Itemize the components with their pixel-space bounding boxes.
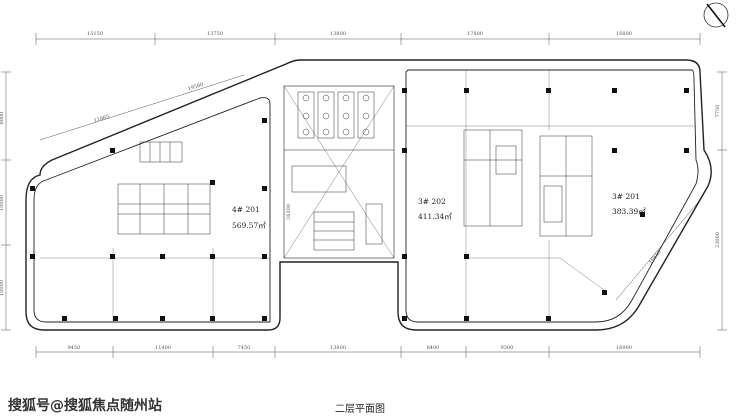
dim-bottom-4: 13800 xyxy=(330,345,346,351)
room-area-4-201: 569.57㎡ xyxy=(232,221,266,230)
left-dimension-line xyxy=(1,71,11,331)
dim-bottom-1: 9450 xyxy=(68,345,81,351)
dim-right-2: 23000 xyxy=(715,232,721,248)
dim-bottom-3: 7450 xyxy=(238,345,251,351)
dim-inner: 26300 xyxy=(286,204,292,220)
dim-diagonal-2: 11865 xyxy=(93,114,110,124)
drawing-title: 二层平面图 xyxy=(335,403,385,415)
core-blocks xyxy=(117,129,593,237)
dim-right-1: 7750 xyxy=(715,105,721,118)
dim-top-4: 17800 xyxy=(467,31,483,37)
room-area-3-202: 411.34㎡ xyxy=(418,212,452,221)
north-arrow-icon xyxy=(703,2,729,28)
dim-top-5: 16800 xyxy=(616,31,632,37)
dim-left-2: 10000 xyxy=(0,195,5,211)
right-dimension-line xyxy=(717,71,727,331)
grid-lines xyxy=(40,70,696,322)
room-id-3-201: 3# 201 xyxy=(612,192,640,201)
dim-bottom-6: 9300 xyxy=(501,345,514,351)
structural-columns xyxy=(30,88,689,321)
dim-top-3: 13800 xyxy=(330,31,346,37)
diagonal-dimension-lines xyxy=(39,74,701,301)
dim-bottom-7: 16900 xyxy=(616,345,632,351)
dim-top-2: 13750 xyxy=(207,31,223,37)
room-id-4-201: 4# 201 xyxy=(232,205,260,214)
top-dimension-line xyxy=(35,33,701,45)
room-id-3-202: 3# 202 xyxy=(418,197,446,206)
skylight-grid xyxy=(291,91,383,251)
dim-diagonal-1: 19580 xyxy=(187,82,204,92)
dim-bottom-2: 11400 xyxy=(155,345,171,351)
building-outline xyxy=(25,59,712,331)
dim-bottom-5: 8400 xyxy=(427,345,440,351)
room-area-3-201: 383.39㎡ xyxy=(612,207,646,216)
dim-left-3: 10000 xyxy=(0,280,5,296)
bottom-dimension-line xyxy=(35,346,701,358)
dim-left-1: 8800 xyxy=(0,112,5,125)
watermark: 搜狐号@搜狐焦点随州站 xyxy=(8,397,162,414)
dim-top-1: 15150 xyxy=(87,31,103,37)
